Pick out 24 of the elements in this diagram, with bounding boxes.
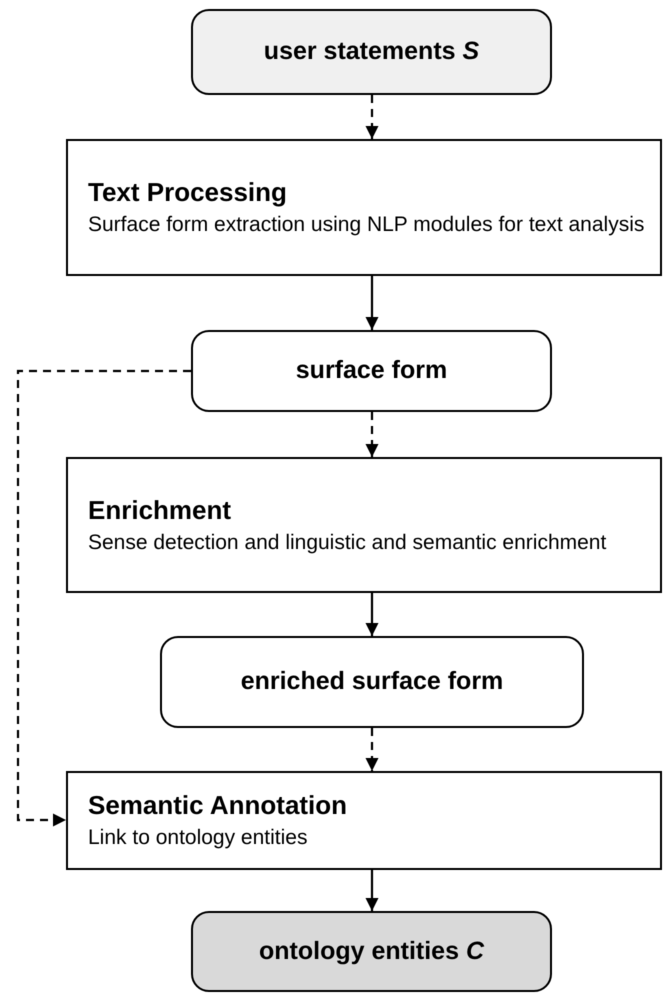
arrow [16,370,191,827]
terminal-box [191,330,552,412]
arrow [365,728,379,771]
process-title: Enrichment [88,494,232,526]
box-title: user statements S [264,36,480,68]
process-description: Link to ontology entities [88,825,308,851]
arrow [365,95,379,139]
process-box [66,457,662,593]
box-title: ontology entities C [258,936,484,967]
terminal-box [160,636,584,728]
process-box [66,139,662,276]
arrow [365,276,379,330]
terminal-box [191,911,552,992]
arrow [365,412,379,457]
arrow [365,593,379,636]
process-description: Surface form extraction using NLP modules for text analysis [88,212,646,238]
box-title: surface form [296,355,448,386]
process-description: Sense detection and linguistic and semantic enrichment [88,530,608,556]
terminal-box [191,9,552,95]
process-title: Text Processing [88,176,288,209]
process-box [66,771,662,870]
arrow [365,870,379,911]
box-title: enriched surface form [240,666,504,698]
process-title: Semantic Annotation [88,789,348,822]
